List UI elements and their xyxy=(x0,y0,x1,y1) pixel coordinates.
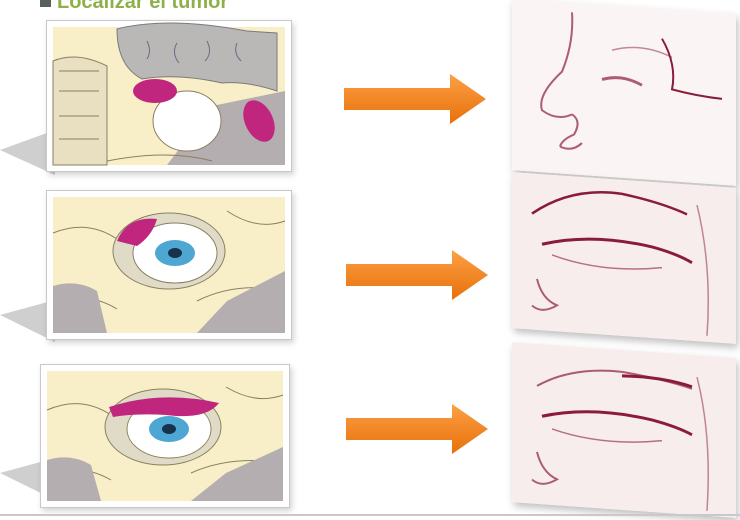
arrow-icon-3 xyxy=(342,400,492,458)
slide-title-text: Localizar el tumor xyxy=(57,0,228,13)
face-sketch-2 xyxy=(512,172,736,344)
arrow-icon-2 xyxy=(342,246,492,304)
arrow-icon-1 xyxy=(340,70,490,128)
slide-bottom-rule xyxy=(0,514,740,516)
bullet-square xyxy=(40,0,51,7)
face-sketch-1 xyxy=(512,0,736,186)
orbit-diagram-2 xyxy=(46,190,292,340)
face-sketch-3 xyxy=(512,342,736,518)
orbit-diagram-3 xyxy=(40,364,290,508)
orbit-diagram-1 xyxy=(46,20,292,172)
slide-title: Localizar el tumor xyxy=(40,0,228,13)
